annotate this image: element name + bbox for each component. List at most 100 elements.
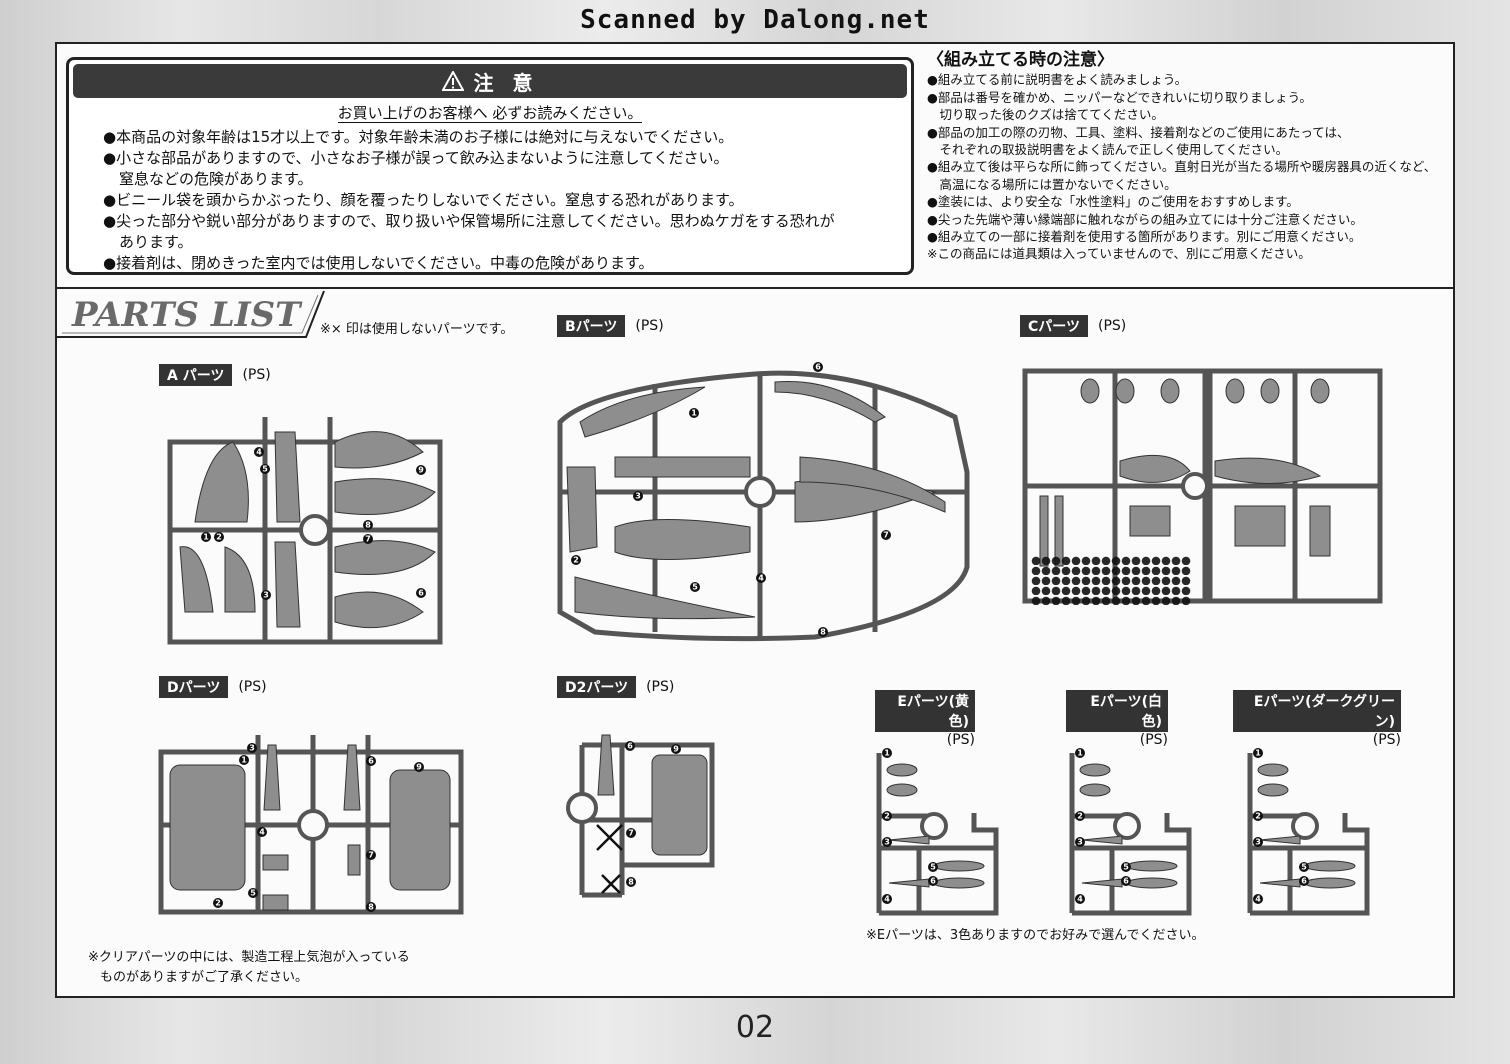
svg-text:2: 2 [215, 899, 221, 908]
a-part-number: 7 [363, 534, 373, 544]
svg-text:1: 1 [241, 756, 247, 765]
b-part-number: 7 [881, 530, 891, 540]
svg-text:5: 5 [1301, 863, 1307, 872]
d-part-number: 9 [414, 762, 424, 772]
svg-text:1: 1 [203, 533, 209, 542]
caution-header: 注 意 [73, 64, 907, 98]
svg-text:4: 4 [1077, 895, 1083, 904]
caution-item: ●ビニール袋を頭からかぶったり、顔を覆ったりしないでください。窒息する恐れがあり… [103, 191, 744, 209]
svg-text:7: 7 [365, 535, 371, 544]
b-part-number: 1 [689, 408, 699, 418]
warning-triangle-icon [441, 71, 464, 91]
svg-text:6: 6 [1123, 877, 1129, 886]
assembly-line: それぞれの取扱説明書をよく読んで正しく使用してください。 [927, 142, 1289, 158]
svg-text:2: 2 [216, 533, 222, 542]
svg-text:2: 2 [1077, 812, 1083, 821]
svg-text:9: 9 [418, 466, 424, 475]
b-part-number: 5 [690, 582, 700, 592]
svg-text:4: 4 [1255, 895, 1261, 904]
svg-text:6: 6 [368, 757, 374, 766]
parts-list-title: PARTS LIST [72, 295, 301, 335]
assembly-title: 〈組み立てる時の注意〉 [927, 50, 1114, 70]
svg-text:6: 6 [418, 589, 424, 598]
caution-title: 注 意 [473, 70, 539, 95]
label-e-yellow: Eパーツ(黄色)(PS) [875, 690, 975, 748]
d-part-number: 4 [257, 827, 267, 837]
page-number: 02 [735, 1010, 775, 1045]
caution-list: ●本商品の対象年齢は15才以上です。対象年齢未満のお子様には絶対に与えないでくだ… [69, 127, 911, 274]
svg-text:8: 8 [628, 878, 634, 887]
label-e-green: Eパーツ(ダークグリーン)(PS) [1233, 690, 1401, 748]
e-green-runner: 1 2 3 4 5 6 [1247, 748, 1370, 916]
assembly-line: ●組み立てる前に説明書をよく読みましょう。 [927, 72, 1188, 88]
assembly-line: ●部品は番号を確かめ、ニッパーなどできれいに切り取りましょう。 [927, 89, 1312, 105]
caution-box: 注 意 お買い上げのお客様へ 必ずお読みください。 ●本商品の対象年齢は15才以… [66, 57, 914, 275]
svg-text:6: 6 [930, 877, 936, 886]
clear-parts-note: ※クリアパーツの中には、製造工程上気泡が入っている ものがありますがご了承くださ… [88, 950, 410, 985]
b-part-number: 2 [571, 555, 581, 565]
svg-text:3: 3 [884, 838, 890, 847]
caution-item: ●本商品の対象年齢は15才以上です。対象年齢未満のお子様には絶対に与えないでくだ… [103, 128, 734, 146]
svg-text:4: 4 [256, 448, 262, 457]
label-c-parts: Cパーツ(PS) [1020, 315, 1126, 337]
svg-text:2: 2 [573, 556, 579, 565]
d-parts-runner: 1 2 3 4 5 6 7 8 9 [158, 735, 464, 915]
svg-text:3: 3 [1255, 838, 1261, 847]
svg-text:9: 9 [673, 745, 679, 754]
svg-text:1: 1 [691, 409, 697, 418]
svg-text:6: 6 [815, 363, 821, 372]
b-part-number: 4 [756, 573, 766, 583]
svg-text:3: 3 [263, 591, 269, 600]
svg-text:6: 6 [1301, 877, 1307, 886]
svg-text:1: 1 [884, 749, 890, 758]
assembly-line: 切り取った後のクズは捨ててください。 [927, 107, 1164, 123]
caution-item: ●接着剤は、閉めきった室内では使用しないでください。中毒の危険があります。 [103, 254, 654, 272]
d-part-number: 1 [239, 755, 249, 765]
svg-text:5: 5 [250, 889, 256, 898]
svg-text:5: 5 [692, 583, 698, 592]
svg-text:4: 4 [259, 828, 265, 837]
d-part-number: 6 [366, 756, 376, 766]
label-e-white: Eパーツ(白色)(PS) [1066, 690, 1168, 748]
e-parts-note: ※Eパーツは、3色ありますのでお好みで選んでください。 [866, 928, 1205, 943]
assembly-line: ●組み立て後は平らな所に飾ってください。直射日光が当たる場所や暖房器具の近くなど… [927, 159, 1437, 175]
label-b-parts: Bパーツ(PS) [557, 315, 664, 337]
parts-list-tab [56, 290, 325, 338]
svg-text:2: 2 [1255, 812, 1261, 821]
d-part-number: 8 [366, 902, 376, 912]
b-part-number: 6 [813, 362, 823, 372]
a-part-number: 1 [201, 532, 211, 542]
svg-text:2: 2 [884, 812, 890, 821]
svg-text:7: 7 [628, 829, 634, 838]
e-yellow-runner: 1 2 3 4 5 6 [876, 748, 999, 916]
svg-text:3: 3 [249, 744, 255, 753]
svg-text:3: 3 [635, 492, 641, 501]
scan-watermark: Scanned by Dalong.net [580, 5, 930, 35]
svg-text:1: 1 [1077, 749, 1083, 758]
svg-text:4: 4 [758, 574, 764, 583]
assembly-line: ※この商品には道具類は入っていませんので、別にご用意ください。 [927, 246, 1311, 262]
a-part-number: 8 [363, 520, 373, 530]
d2-part-number: 8 [626, 877, 636, 887]
assembly-line: ●部品の加工の際の刃物、工具、塗料、接着剤などのご使用にあたっては、 [927, 124, 1350, 140]
svg-text:8: 8 [368, 903, 374, 912]
b-parts-runner: 1 2 3 4 5 6 7 8 [557, 362, 970, 642]
svg-text:8: 8 [365, 521, 371, 530]
assembly-line: 高温になる場所には置かないでください。 [927, 176, 1177, 192]
svg-text:5: 5 [1123, 863, 1129, 872]
svg-text:5: 5 [262, 465, 268, 474]
d-part-number: 3 [247, 743, 257, 753]
svg-text:4: 4 [884, 895, 890, 904]
b-part-number: 3 [633, 491, 643, 501]
a-part-number: 2 [214, 532, 224, 542]
e-white-runner: 1 2 3 4 5 6 [1069, 748, 1192, 916]
label-d2-parts: D2パーツ(PS) [557, 676, 674, 698]
caution-item: ●小さな部品がありますので、小さなお子様が誤って飲み込まないように注意してくださ… [103, 149, 729, 188]
a-part-number: 9 [416, 465, 426, 475]
svg-text:3: 3 [1077, 838, 1083, 847]
assembly-line: ●塗装には、より安全な「水性塗料」のご使用をおすすめします。 [927, 194, 1299, 210]
assembly-notes: 〈組み立てる時の注意〉 ●組み立てる前に説明書をよく読みましょう。 ●部品は番号… [927, 50, 1447, 263]
a-part-number: 4 [254, 447, 264, 457]
d2-parts-runner: 6 7 8 9 [566, 734, 715, 898]
caution-item: ●尖った部分や鋭い部分がありますので、取り扱いや保管場所に注意してください。思わ… [103, 212, 835, 251]
